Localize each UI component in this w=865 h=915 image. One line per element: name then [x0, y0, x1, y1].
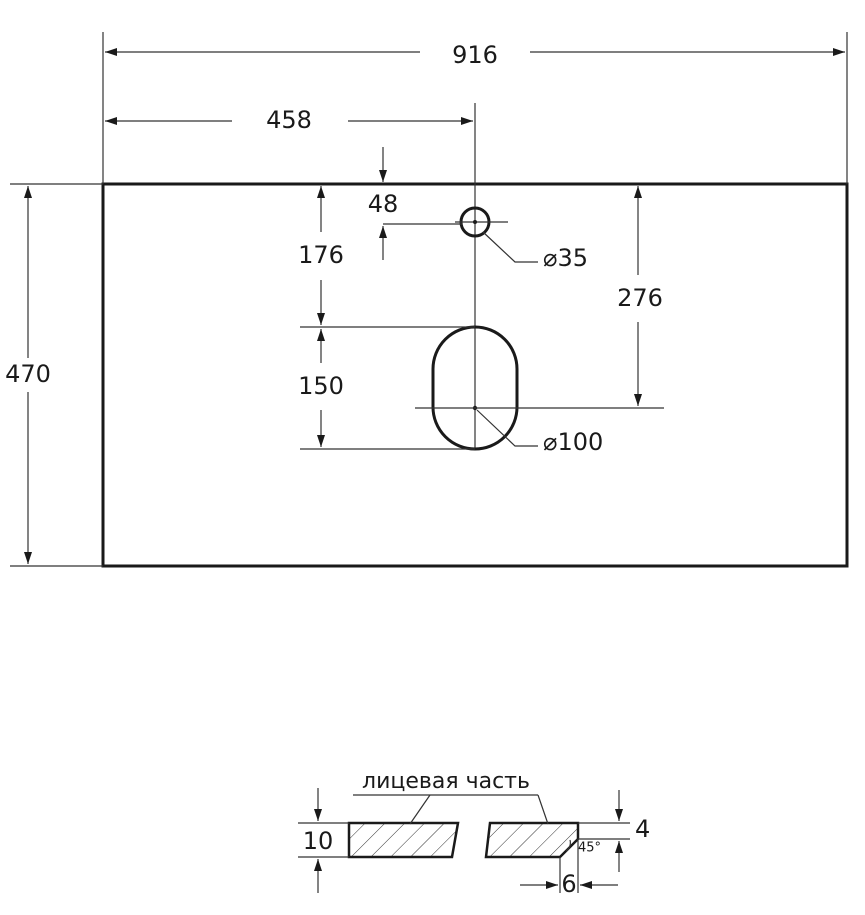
dimension-bowl-center-offset: 276 — [617, 186, 663, 406]
bowl-center-offset-text: 276 — [617, 284, 663, 312]
face-label-group: лицевая часть — [353, 769, 549, 825]
sink-bowl — [415, 325, 664, 451]
leader-tap-diameter: ⌀35 — [482, 231, 588, 272]
face-label-text: лицевая часть — [362, 769, 530, 794]
bowl-length-text: 150 — [298, 372, 344, 400]
leader-drain-diameter: ⌀100 — [476, 409, 603, 456]
dimension-depth: 470 — [0, 183, 103, 567]
edge-section — [347, 821, 580, 859]
dimension-tap-offset: 48 — [368, 147, 462, 260]
bevel-angle-text: 45° — [578, 841, 601, 856]
tap-offset-text: 48 — [368, 190, 399, 218]
overall-width-text: 916 — [452, 41, 498, 69]
bevel-height-text: 4 — [635, 815, 650, 843]
drain-diameter-text: ⌀100 — [543, 428, 603, 456]
dimension-half-width: 458 — [105, 106, 473, 134]
dimension-bowl-top-offset: 176 — [298, 186, 475, 328]
tap-hole — [455, 206, 508, 238]
bevel-width-text: 6 — [561, 870, 576, 898]
dimension-overall-width: 916 — [102, 32, 848, 184]
dimension-bowl-length: 150 — [298, 329, 475, 450]
depth-text: 470 — [5, 360, 51, 388]
tap-diameter-text: ⌀35 — [543, 244, 588, 272]
dimension-bevel-width: 6 — [520, 839, 618, 898]
dimension-bevel-height: 4 — [578, 790, 650, 872]
dimension-thickness: 10 — [298, 788, 349, 893]
bevel-angle: 45° — [565, 839, 601, 856]
thickness-text: 10 — [303, 827, 334, 855]
half-width-text: 458 — [266, 106, 312, 134]
bowl-top-offset-text: 176 — [298, 241, 344, 269]
